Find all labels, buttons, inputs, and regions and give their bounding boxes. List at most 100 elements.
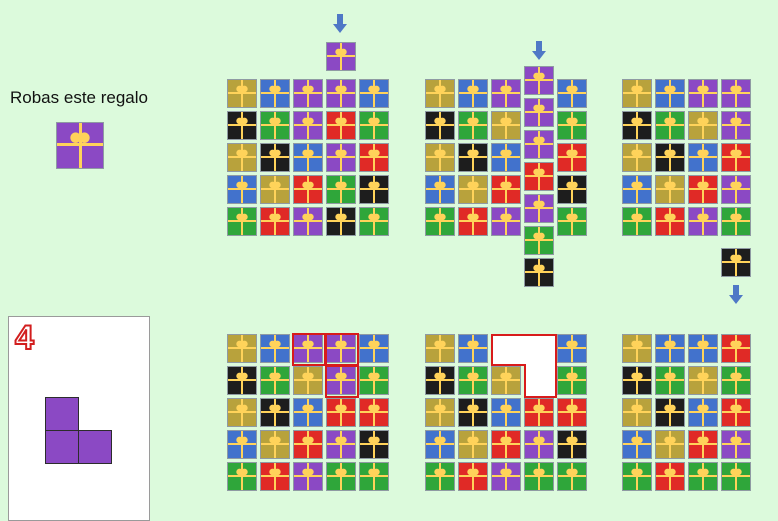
- gift[interactable]: [326, 143, 356, 172]
- gift[interactable]: [260, 398, 290, 427]
- gift[interactable]: [655, 79, 685, 108]
- gift[interactable]: [458, 462, 488, 491]
- gift[interactable]: [655, 398, 685, 427]
- gift[interactable]: [557, 366, 587, 395]
- gift[interactable]: [227, 207, 257, 236]
- gift[interactable]: [458, 430, 488, 459]
- gift[interactable]: [359, 430, 389, 459]
- gift[interactable]: [293, 430, 323, 459]
- gift[interactable]: [458, 366, 488, 395]
- gift[interactable]: [655, 111, 685, 140]
- gift[interactable]: [655, 143, 685, 172]
- gift[interactable]: [721, 175, 751, 204]
- gift[interactable]: [721, 143, 751, 172]
- gift[interactable]: [260, 143, 290, 172]
- gift[interactable]: [326, 79, 356, 108]
- gift[interactable]: [227, 79, 257, 108]
- gift[interactable]: [458, 143, 488, 172]
- gift[interactable]: [359, 398, 389, 427]
- gift[interactable]: [293, 462, 323, 491]
- stacked-gift[interactable]: [524, 162, 554, 191]
- gift[interactable]: [359, 143, 389, 172]
- gift[interactable]: [491, 366, 521, 395]
- gift[interactable]: [260, 111, 290, 140]
- gift[interactable]: [557, 79, 587, 108]
- stacked-gift[interactable]: [524, 258, 554, 287]
- gift[interactable]: [557, 430, 587, 459]
- gift[interactable]: [721, 430, 751, 459]
- stolen-gift[interactable]: [56, 122, 104, 169]
- gift[interactable]: [425, 175, 455, 204]
- gift[interactable]: [721, 207, 751, 236]
- gift[interactable]: [557, 462, 587, 491]
- gift[interactable]: [721, 398, 751, 427]
- gift[interactable]: [622, 334, 652, 363]
- gift[interactable]: [491, 398, 521, 427]
- stacked-gift[interactable]: [524, 130, 554, 159]
- gift[interactable]: [359, 334, 389, 363]
- gift[interactable]: [293, 175, 323, 204]
- gift[interactable]: [326, 430, 356, 459]
- gift[interactable]: [557, 398, 587, 427]
- gift[interactable]: [491, 430, 521, 459]
- gift[interactable]: [227, 430, 257, 459]
- gift[interactable]: [557, 207, 587, 236]
- gift[interactable]: [227, 175, 257, 204]
- gift[interactable]: [260, 366, 290, 395]
- gift[interactable]: [227, 111, 257, 140]
- gift[interactable]: [425, 430, 455, 459]
- gift[interactable]: [524, 398, 554, 427]
- gift[interactable]: [622, 175, 652, 204]
- gift[interactable]: [491, 111, 521, 140]
- gift[interactable]: [425, 111, 455, 140]
- gift[interactable]: [491, 207, 521, 236]
- gift[interactable]: [425, 79, 455, 108]
- gift[interactable]: [359, 366, 389, 395]
- gift[interactable]: [359, 462, 389, 491]
- gift[interactable]: [458, 334, 488, 363]
- gift[interactable]: [655, 207, 685, 236]
- gift[interactable]: [326, 334, 356, 363]
- gift[interactable]: [655, 462, 685, 491]
- gift[interactable]: [688, 430, 718, 459]
- dropped-gift[interactable]: [721, 248, 751, 277]
- gift[interactable]: [293, 207, 323, 236]
- gift[interactable]: [721, 366, 751, 395]
- gift[interactable]: [293, 398, 323, 427]
- gift[interactable]: [688, 366, 718, 395]
- gift[interactable]: [326, 175, 356, 204]
- gift[interactable]: [359, 79, 389, 108]
- gift[interactable]: [622, 143, 652, 172]
- gift[interactable]: [688, 207, 718, 236]
- gift[interactable]: [655, 175, 685, 204]
- gift[interactable]: [655, 366, 685, 395]
- gift[interactable]: [557, 334, 587, 363]
- falling-gift[interactable]: [326, 42, 356, 71]
- gift[interactable]: [227, 366, 257, 395]
- gift[interactable]: [688, 79, 718, 108]
- gift[interactable]: [688, 334, 718, 363]
- gift[interactable]: [227, 398, 257, 427]
- gift[interactable]: [721, 462, 751, 491]
- gift[interactable]: [491, 143, 521, 172]
- gift[interactable]: [557, 143, 587, 172]
- gift[interactable]: [326, 462, 356, 491]
- stacked-gift[interactable]: [524, 226, 554, 255]
- gift[interactable]: [260, 175, 290, 204]
- gift[interactable]: [458, 207, 488, 236]
- gift[interactable]: [293, 334, 323, 363]
- gift[interactable]: [227, 143, 257, 172]
- gift[interactable]: [688, 175, 718, 204]
- gift[interactable]: [425, 366, 455, 395]
- gift[interactable]: [557, 175, 587, 204]
- stacked-gift[interactable]: [524, 194, 554, 223]
- gift[interactable]: [227, 334, 257, 363]
- gift[interactable]: [721, 334, 751, 363]
- gift[interactable]: [326, 366, 356, 395]
- gift[interactable]: [458, 398, 488, 427]
- gift[interactable]: [491, 175, 521, 204]
- gift[interactable]: [688, 462, 718, 491]
- gift[interactable]: [260, 79, 290, 108]
- gift[interactable]: [688, 111, 718, 140]
- gift[interactable]: [622, 430, 652, 459]
